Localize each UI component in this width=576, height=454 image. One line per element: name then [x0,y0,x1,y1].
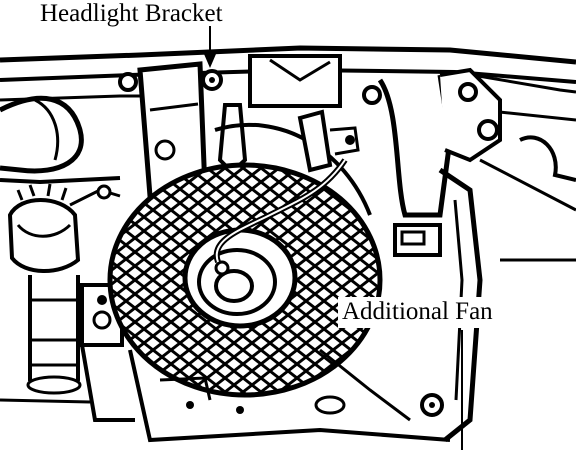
fan-mount-bracket [297,109,360,173]
radiator-support-frame [0,45,576,122]
left-hose [0,95,121,185]
additional-fan-label: Additional Fan [338,297,499,328]
relay-canister [7,183,121,395]
headlight-bracket-label: Headlight Bracket [38,0,225,27]
lower-tray [128,348,451,443]
headlight-bracket-pointer [204,26,216,68]
fan-motor-hub [182,158,348,329]
right-frame-structure [362,67,576,442]
